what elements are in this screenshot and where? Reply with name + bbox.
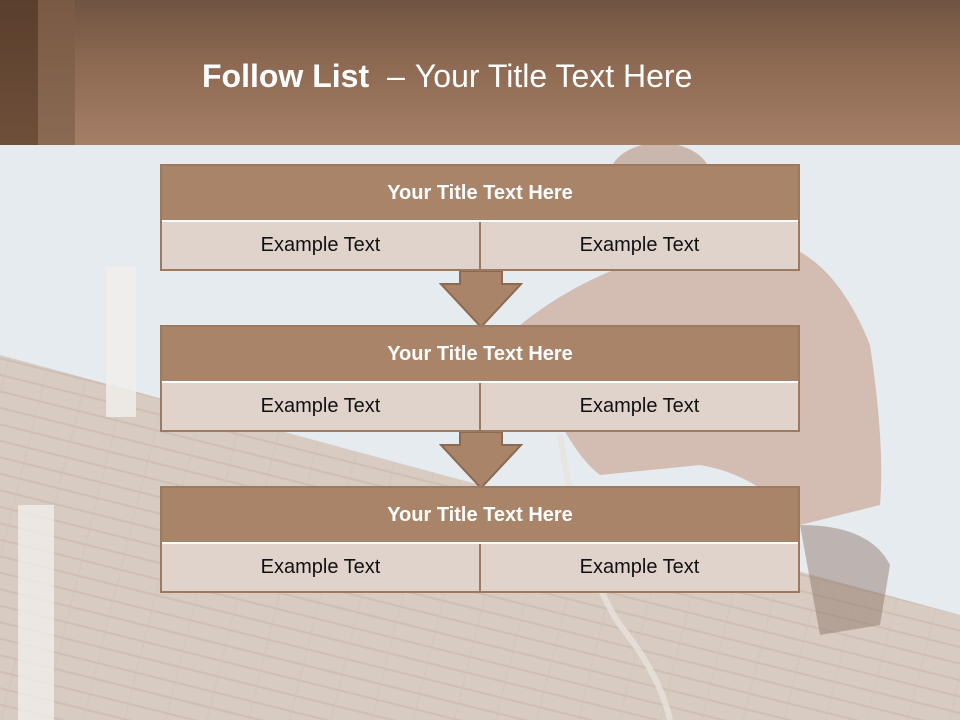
slide-title-rest: Your Title Text Here <box>414 58 693 94</box>
flow-box-row: Example Text Example Text <box>162 383 798 430</box>
down-arrow-icon <box>439 271 523 328</box>
flow-box-title[interactable]: Your Title Text Here <box>162 166 798 222</box>
flow-box-cell-left[interactable]: Example Text <box>162 383 479 430</box>
flow-box-title[interactable]: Your Title Text Here <box>162 488 798 544</box>
flow-box-2[interactable]: Your Title Text Here Example Text Exampl… <box>160 325 800 432</box>
flow-box-title[interactable]: Your Title Text Here <box>162 327 798 383</box>
header-accent-bar <box>0 0 38 145</box>
flow-box-1[interactable]: Your Title Text Here Example Text Exampl… <box>160 164 800 271</box>
header-accent-bar-secondary <box>38 0 75 145</box>
flow-box-cell-right[interactable]: Example Text <box>479 544 798 591</box>
flow-box-row: Example Text Example Text <box>162 222 798 269</box>
slide-title-bold: Follow List <box>202 58 370 94</box>
flow-box-cell-left[interactable]: Example Text <box>162 222 479 269</box>
flow-box-3[interactable]: Your Title Text Here Example Text Exampl… <box>160 486 800 593</box>
slide-title-dash: – <box>387 58 405 94</box>
down-arrow-icon <box>439 432 523 489</box>
flow-box-cell-left[interactable]: Example Text <box>162 544 479 591</box>
flow-box-cell-right[interactable]: Example Text <box>479 222 798 269</box>
flow-box-cell-right[interactable]: Example Text <box>479 383 798 430</box>
slide-title[interactable]: Follow List–Your Title Text Here <box>202 56 692 96</box>
flow-box-row: Example Text Example Text <box>162 544 798 591</box>
slide-header: Follow List–Your Title Text Here <box>0 0 960 145</box>
